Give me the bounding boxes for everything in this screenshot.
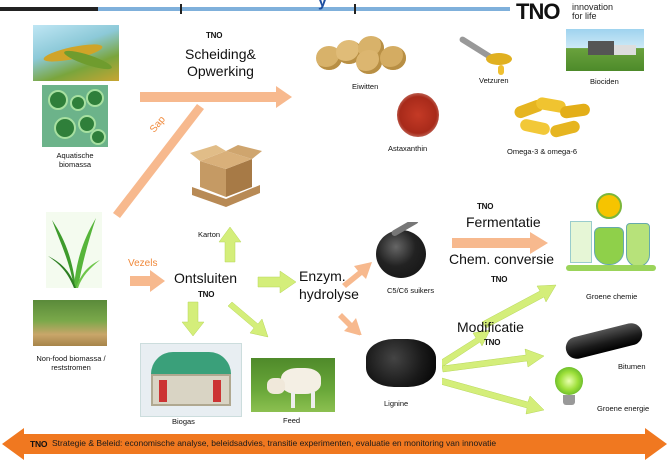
tno-mark-modificatie: TNO — [484, 338, 501, 347]
omega-image — [510, 97, 594, 143]
bitumen-image — [557, 312, 649, 360]
process-modificatie: Modificatie — [457, 319, 524, 335]
arrow-sap — [113, 104, 204, 218]
process-scheiding-line2: Opwerking — [187, 63, 254, 79]
label-nonfood-line1: Non-food biomassa / — [36, 354, 106, 363]
suikers-image — [372, 222, 432, 282]
arrow-to-bitumen — [441, 348, 545, 373]
arrow-to-groene-chemie — [481, 284, 557, 329]
seaweed-image — [33, 25, 119, 81]
label-eiwitten: Eiwitten — [352, 82, 379, 91]
title-fragment: y — [318, 0, 327, 10]
label-nonfood-line2: reststromen — [51, 363, 91, 372]
plant-image — [46, 212, 102, 288]
process-enzym-line1: Enzym. — [299, 268, 346, 284]
arrow-to-feed — [227, 301, 269, 338]
nonfood-image — [33, 300, 107, 346]
label-aquatische-line1: Aquatische — [56, 151, 94, 160]
tno-tagline-line2: for life — [572, 11, 597, 21]
arrow-to-fermentatie — [452, 232, 548, 254]
arrow-to-karton — [218, 226, 242, 263]
process-ontsluiten: Ontsluiten — [174, 270, 238, 286]
label-vezels: Vezels — [128, 258, 158, 269]
arrow-vezels — [130, 270, 165, 292]
arrow-to-scheiding — [140, 86, 292, 108]
biogas-image — [140, 343, 242, 417]
process-scheiding-line1: Scheiding& — [185, 46, 256, 62]
label-astaxanthin: Astaxanthin — [388, 144, 428, 153]
top-bar-dark — [0, 7, 98, 11]
arrow-to-suikers — [342, 262, 372, 288]
vetzuren-image — [456, 31, 520, 75]
tno-tagline-line1: innovation — [572, 2, 614, 12]
top-bar-tick — [354, 4, 356, 14]
label-suikers: C5/C6 suikers — [387, 286, 435, 295]
arrow-to-groene-energie — [439, 377, 545, 415]
tno-mark-ontsluiten: TNO — [198, 290, 215, 299]
top-bar-tick — [180, 4, 182, 14]
label-bitumen: Bitumen — [618, 362, 646, 371]
label-biociden: Biociden — [590, 77, 619, 86]
label-vetzuren: Vetzuren — [479, 76, 509, 85]
label-groene-energie: Groene energie — [597, 404, 650, 413]
tno-mark-chem: TNO — [491, 275, 508, 284]
biociden-image — [566, 29, 644, 71]
astaxanthin-image — [395, 87, 441, 142]
process-enzym-line2: hydrolyse — [299, 286, 359, 302]
label-biogas: Biogas — [172, 417, 195, 426]
footer-strategie-text: Strategie & Beleid: economische analyse,… — [52, 438, 497, 448]
feed-image — [251, 358, 335, 412]
groene-chemie-image — [566, 191, 656, 287]
label-lignine: Lignine — [384, 399, 409, 408]
process-chem-conversie: Chem. conversie — [449, 251, 555, 267]
karton-image — [186, 145, 266, 211]
top-bar-blue — [98, 7, 510, 11]
lignine-image — [360, 335, 442, 391]
tno-mark-scheiding: TNO — [206, 31, 223, 40]
process-fermentatie: Fermentatie — [466, 214, 541, 230]
algae-image — [42, 85, 108, 147]
arrow-to-biogas — [181, 301, 205, 337]
tno-mark-fermentatie: TNO — [477, 202, 494, 211]
arrow-to-lignine — [338, 313, 362, 336]
arrow-to-enzym — [257, 270, 297, 294]
label-groene-chemie: Groene chemie — [586, 292, 638, 301]
eiwitten-image — [314, 34, 410, 76]
footer-arrow — [2, 428, 667, 460]
tno-logo: TNO — [516, 0, 560, 24]
tno-mark-footer: TNO — [30, 439, 48, 449]
label-feed: Feed — [283, 416, 301, 425]
groene-energie-image — [547, 367, 591, 407]
label-karton: Karton — [198, 230, 221, 239]
label-omega: Omega-3 & omega-6 — [507, 147, 578, 156]
label-aquatische-line2: biomassa — [58, 160, 92, 169]
arrow-to-modificatie-1 — [437, 329, 491, 368]
